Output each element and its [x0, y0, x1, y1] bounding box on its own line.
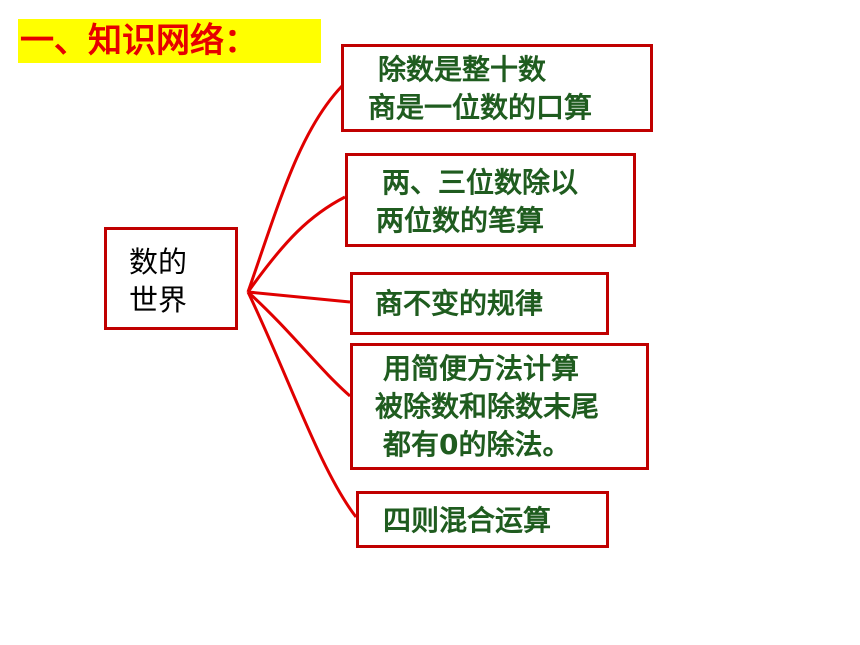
branch-box-3: 商不变的规律 — [350, 272, 609, 335]
branch-box-5: 四则混合运算 — [356, 491, 609, 548]
branch-box-1: 除数是整十数 商是一位数的口算 — [341, 44, 653, 132]
branch-1-line-1: 除数是整十数 — [378, 53, 547, 86]
branch-1-line-2: 商是一位数的口算 — [368, 91, 593, 124]
root-label-line2: 世界 — [129, 283, 188, 317]
connector-branch-3 — [247, 290, 351, 304]
section-title: 一、知识网络： — [18, 19, 321, 63]
root-node: 数的 世界 — [104, 227, 238, 330]
branch-box-2: 两、三位数除以 两位数的笔算 — [345, 153, 636, 247]
branch-3-line-1: 商不变的规律 — [375, 287, 544, 320]
branch-2-line-1: 两、三位数除以 — [382, 166, 579, 199]
branch-4-line-3: 都有0的除法。 — [383, 428, 571, 461]
branch-4-line-2: 被除数和除数末尾 — [375, 390, 600, 423]
branch-box-4: 用简便方法计算 被除数和除数末尾 都有0的除法。 — [350, 343, 649, 470]
branch-5-line-1: 四则混合运算 — [383, 504, 552, 537]
branch-4-line-1: 用简便方法计算 — [383, 352, 580, 385]
connector-branch-2 — [246, 195, 346, 293]
connector-branch-5 — [246, 291, 358, 518]
connector-branch-1 — [246, 84, 344, 293]
root-label-line1: 数的 — [129, 245, 188, 279]
branch-2-line-2: 两位数的笔算 — [376, 204, 545, 237]
connector-branch-4 — [246, 290, 351, 398]
